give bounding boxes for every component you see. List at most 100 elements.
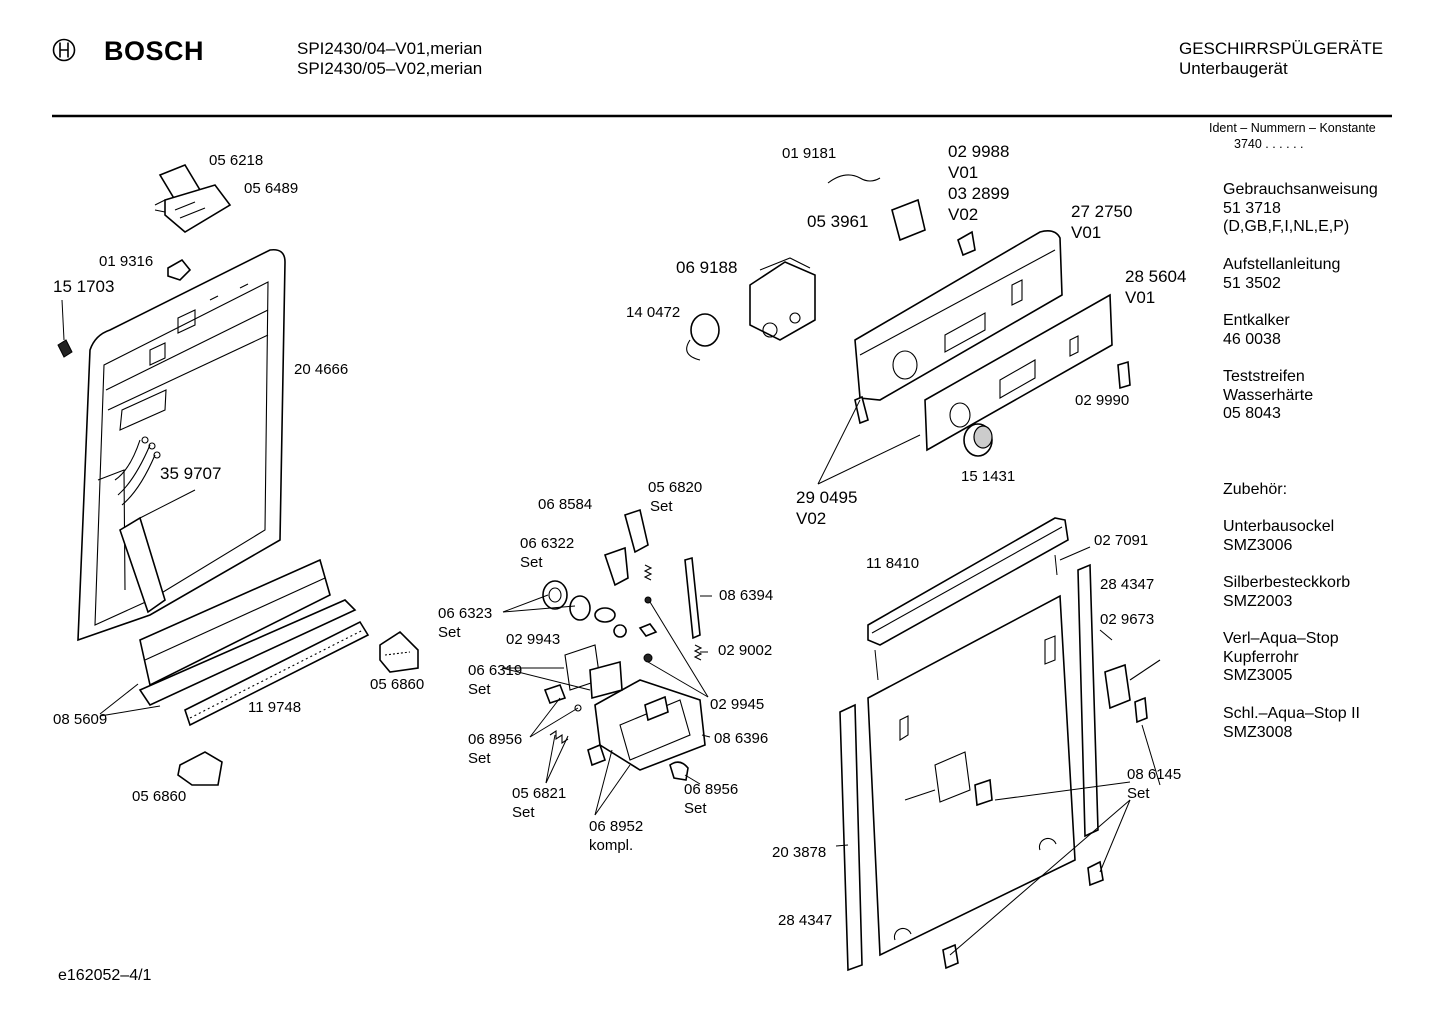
part-label: 01 9181 [782,145,837,162]
switch-cap-drawing [1117,360,1131,390]
part-label: 06 8584 [538,496,593,513]
part-label: 08 6396 [714,730,769,747]
clip-wedge-drawing [957,230,976,257]
sidebar-line: Wasserhärte [1223,386,1314,404]
sidebar-line: 46 0038 [1223,330,1281,348]
sidebar-line: SMZ3008 [1223,723,1293,741]
small-clip-drawing [167,258,192,281]
ident-title: Ident – Nummern – Konstante [1209,121,1376,135]
part-label: 29 0495 [796,488,858,507]
part-label: 05 6218 [209,152,264,169]
part-label: kompl. [589,837,634,854]
springs-drawing [549,564,703,745]
part-label: 20 3878 [772,844,827,861]
part-label: Set [468,681,491,698]
sidebar-line: SMZ2003 [1223,592,1293,610]
plate-drawing [589,660,623,700]
clip-a-drawing [974,778,993,807]
sidebar-block: Gebrauchsanweisung 51 3718 (D,GB,F,I,NL,… [1223,181,1378,237]
door-lock-assembly-drawing [587,679,706,781]
side-strip-right-drawing [1077,563,1099,838]
corner-block-drawing-b [177,751,223,786]
part-label: 05 6820 [648,479,703,496]
bosch-logo [52,38,76,67]
lever-rod-drawing [684,556,701,640]
part-label: V02 [796,509,827,528]
control-panel-drawing [854,230,1063,401]
part-label: 06 8956 [684,781,739,798]
part-label: 15 1431 [961,468,1016,485]
part-label: Set [684,800,707,817]
sidebar-line: Kupferrohr [1223,648,1299,666]
leader-lines-panel [817,399,921,485]
panel-fascia-drawing [924,293,1113,452]
pulley-drawing [686,313,720,361]
sidebar-line: Verl–Aqua–Stop [1223,630,1339,647]
knob-drawing [963,423,993,457]
leader-lines-left [99,489,196,717]
part-label: Set [512,804,535,821]
screw-line-drawing-b [1054,554,1058,576]
sidebar-line: 51 3502 [1223,274,1281,292]
sidebar-line: 51 3718 [1223,199,1281,217]
sidebar-block: Aufstellanleitung 51 3502 [1223,256,1340,293]
sidebar-block: Zubehör: [1223,481,1287,500]
cable-drawing [827,174,881,184]
clip-small-drawing [1134,696,1148,724]
nut-drawing [638,623,658,637]
part-label: 28 4347 [778,912,833,929]
part-label: 08 6145 [1127,766,1182,783]
model-line-2: SPI2430/05–V02,merian [297,59,483,78]
part-label: 06 6323 [438,605,493,622]
part-label: 02 9945 [710,696,765,713]
timer-module-drawing [749,257,816,341]
part-label: 06 8956 [468,731,523,748]
sidebar-line: Zubehör: [1223,481,1288,498]
outer-door-drawing [867,594,1076,957]
side-strip-left-drawing [839,703,863,972]
sidebar-line: SMZ3006 [1223,536,1293,554]
sidebar-block: Unterbausockel SMZ3006 [1223,518,1334,555]
appliance-category: GESCHIRRSPÜLGERÄTE [1179,39,1384,58]
wedge-drawing [543,683,567,705]
part-label: 08 6394 [719,587,774,604]
part-label: 03 2899 [948,184,1010,203]
part-label: 11 9748 [248,699,302,716]
sidebar-line: Entkalker [1223,312,1290,329]
part-label: Set [438,624,461,641]
part-label: 05 6860 [132,788,187,805]
sidebar-line: SMZ3005 [1223,667,1293,684]
screw-line-drawing [874,649,879,681]
top-rail-drawing [867,517,1069,646]
ring-parts-drawing [542,580,616,623]
part-label: 05 6489 [244,180,299,197]
part-label: 06 9188 [676,258,738,277]
part-label: Set [520,554,543,571]
appliance-subcategory: Unterbaugerät [1179,59,1288,78]
part-label: 06 8952 [589,818,644,835]
o-ring-drawing [574,704,582,712]
model-line-1: SPI2430/04–V01,merian [297,39,483,58]
leader-lines-right [835,546,1161,956]
document-id: e162052–4/1 [58,967,152,984]
part-label: 35 9707 [160,464,222,483]
pin-drawing [644,596,652,604]
part-label: 02 9673 [1100,611,1155,628]
part-label: V01 [948,163,979,182]
inner-door-panel-drawing [77,248,286,642]
bracket-drawing [624,508,649,554]
latch-hook-drawing [603,546,629,587]
part-label: 05 3961 [807,212,869,231]
part-label: V01 [1125,288,1156,307]
brand-name: BOSCH [104,36,205,66]
part-label: 02 9002 [718,642,773,659]
sidebar-line: Unterbausockel [1223,518,1335,535]
part-label: 28 5604 [1125,267,1187,286]
clip-b-drawing [1087,860,1104,887]
sidebar-line: Teststreifen [1223,368,1305,385]
sidebar-block: Entkalker 46 0038 [1223,312,1290,349]
part-label: 20 4666 [294,361,349,378]
part-label: 02 9943 [506,631,561,648]
bosch-armature-icon [52,38,76,62]
